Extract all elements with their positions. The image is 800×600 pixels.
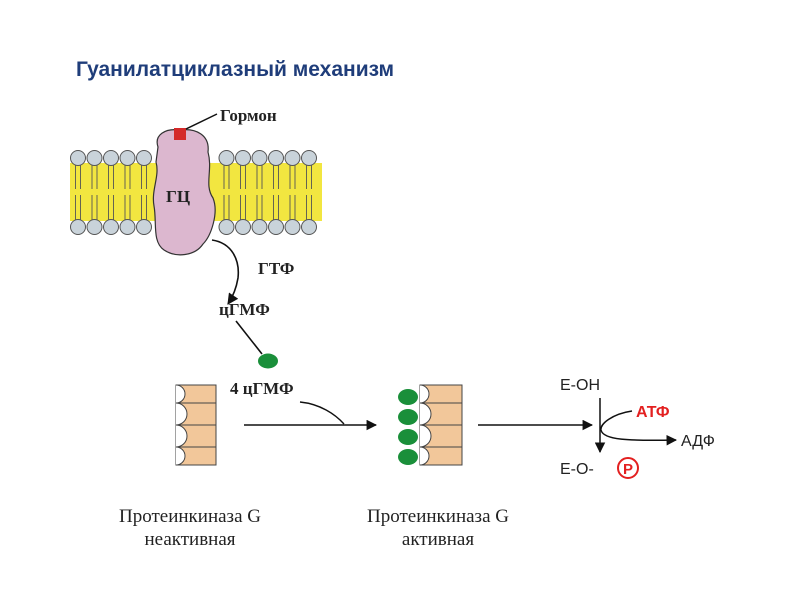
bound-cgmp — [398, 449, 418, 465]
protein-kinase-g-active — [398, 384, 463, 466]
hormone-pointer — [185, 113, 218, 130]
bound-cgmp — [398, 409, 418, 425]
atp-adp-curve — [600, 410, 678, 446]
lipid-head — [70, 219, 86, 235]
caption-active-line1: Протеинкиназа G — [367, 506, 509, 527]
hormone-label: Гормон — [220, 106, 277, 125]
hormone-marker — [174, 128, 186, 140]
caption-inactive-line2: неактивная — [144, 529, 235, 550]
phosphate-circle — [617, 457, 639, 479]
lipid-head — [251, 219, 268, 235]
diagram-title: Гуанилатциклазный механизм — [76, 58, 395, 81]
cgmp-binding-curve — [299, 401, 345, 425]
lipid-head — [268, 150, 284, 166]
lipid-head — [268, 219, 284, 235]
cgmp4-label: 4 цГМФ — [230, 379, 294, 398]
lipid-head — [284, 219, 301, 235]
lipid-head — [284, 150, 301, 166]
protein-kinase-g-inactive — [175, 384, 217, 466]
lipid-head — [86, 219, 103, 235]
lipid-head — [103, 219, 119, 235]
gtp-label: ГТФ — [258, 259, 294, 278]
lipid-head — [86, 150, 103, 166]
eop-label: Е-О- — [560, 461, 594, 478]
phosphate-label: Р — [623, 461, 633, 478]
lipid-heads-inner — [70, 219, 317, 235]
eoh-label: Е-ОН — [560, 377, 600, 394]
lipid-head — [119, 219, 136, 235]
cgmp-molecule — [258, 353, 278, 369]
lipid-tails — [75, 163, 312, 221]
gc-label: ГЦ — [166, 187, 190, 206]
lipid-head — [235, 219, 251, 235]
lipid-head — [235, 150, 251, 166]
lipid-head — [218, 219, 235, 235]
bound-cgmp — [398, 389, 418, 405]
lipid-head — [301, 150, 317, 166]
cgmp-flow-line — [235, 320, 263, 355]
lipid-head — [218, 150, 235, 166]
lipid-head — [70, 150, 86, 166]
atp-label: АТФ — [636, 404, 670, 421]
lipid-head — [119, 150, 136, 166]
gtp-conversion-arrow — [211, 239, 240, 305]
caption-active-line2: активная — [402, 529, 474, 550]
lipid-head — [301, 219, 317, 235]
adp-label: АДФ — [681, 433, 715, 450]
lipid-head — [251, 150, 268, 166]
lipid-head — [103, 150, 119, 166]
lipid-head — [136, 219, 152, 235]
lipid-heads-outer — [70, 150, 317, 166]
cgmp-label: цГМФ — [219, 300, 270, 319]
bound-cgmp — [398, 429, 418, 445]
caption-inactive-line1: Протеинкиназа G — [119, 506, 261, 527]
lipid-head — [136, 150, 152, 166]
